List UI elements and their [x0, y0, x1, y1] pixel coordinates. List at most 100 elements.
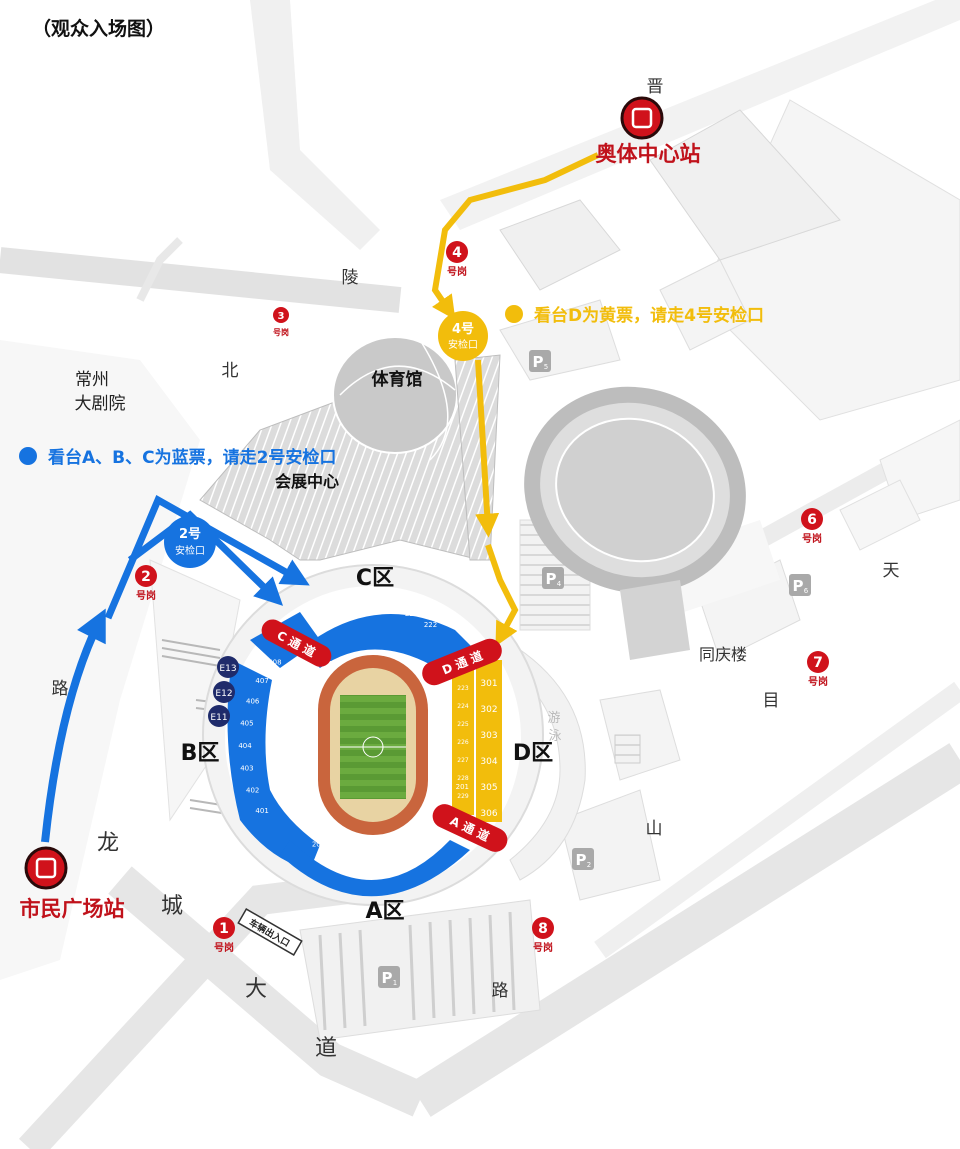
section-label: 401	[255, 807, 268, 815]
zone-c-label: C区	[356, 566, 394, 591]
blue-ticket-note: 看台A、B、C为蓝票，请走2号安检口	[19, 447, 336, 468]
station-civic-label: 市民广场站	[20, 897, 125, 921]
guard-post-badge	[135, 565, 157, 587]
section-label: 218	[343, 605, 356, 613]
section-label: 302	[480, 705, 497, 715]
guard-post-1: 1号岗	[213, 917, 235, 954]
section-label: 221	[405, 610, 418, 618]
entrance-e12-label: E12	[215, 689, 232, 699]
section-label: 403	[240, 765, 253, 773]
parking-letter: P	[576, 851, 587, 869]
guard-post-number: 7	[813, 655, 823, 671]
guard-post-number: 3	[278, 311, 285, 322]
guard-post-badge	[807, 651, 829, 673]
road-long: 龙	[97, 831, 119, 856]
security-4-line1: 4号	[452, 322, 474, 337]
swim-label-1: 游	[547, 711, 560, 726]
parking-number: 1	[393, 979, 397, 987]
theater-label-2: 大剧院	[75, 394, 126, 414]
section-label: 213	[285, 751, 298, 759]
guard-post-number: 2	[141, 569, 151, 585]
metro-station-civic: 市民广场站	[20, 846, 125, 921]
yellow-ticket-note-text: 看台D为黄票，请走4号安检口	[533, 305, 764, 326]
guard-post-suffix: 号岗	[802, 532, 822, 545]
yellow-ticket-note: 看台D为黄票，请走4号安检口	[505, 305, 764, 326]
parking-letter: P	[793, 577, 804, 595]
section-label: 228	[457, 775, 469, 782]
section-label: 223	[457, 685, 469, 692]
parking-letter: P	[546, 570, 557, 588]
security-2-line2: 安检口	[175, 544, 205, 557]
guard-post-7: 7 号岗	[807, 651, 829, 688]
road-jin: 晋	[647, 77, 664, 97]
road-da: 大	[245, 977, 267, 1002]
swim-label-2: 泳	[548, 729, 561, 744]
guard-post-3: 3 号岗	[273, 307, 289, 337]
section-label: 406	[246, 698, 260, 706]
zone-b-label: B区	[181, 741, 220, 766]
guard-post-number: 4	[452, 245, 462, 261]
road-dao: 道	[315, 1036, 337, 1061]
guard-post-suffix: 号岗	[808, 675, 828, 688]
guard-post-suffix: 号岗	[273, 327, 289, 337]
page-title: （观众入场图）	[32, 17, 165, 40]
parking-number: 6	[804, 587, 809, 595]
metro-icon	[631, 107, 653, 129]
station-olympic-label: 奥体中心站	[596, 142, 701, 166]
guard-post-suffix: 号岗	[447, 265, 467, 278]
section-label: 205	[383, 860, 396, 868]
d-outer-stand	[476, 660, 502, 822]
parking-letter: P	[382, 969, 393, 987]
metro-icon	[35, 857, 57, 879]
guard-post-number: 1	[219, 921, 229, 937]
tongqing-label: 同庆楼	[699, 645, 747, 664]
yellow-route	[431, 152, 600, 647]
road-bei: 北	[222, 361, 239, 381]
secondary-stadium	[524, 386, 746, 660]
section-label: 220	[385, 604, 398, 612]
blue-route	[41, 495, 310, 843]
section-label: 201	[456, 783, 469, 791]
guard-post-suffix: 号岗	[136, 589, 156, 602]
road-ling: 陵	[342, 268, 359, 288]
road-shan: 山	[646, 819, 663, 839]
parking-number: 4	[557, 580, 562, 588]
section-label: 408	[268, 658, 281, 666]
expo-label: 会展中心	[275, 472, 339, 491]
zone-d-label: D区	[513, 741, 553, 766]
parking-icon	[789, 574, 811, 596]
entrance-e11-label: E11	[210, 713, 227, 723]
security-2-line1: 2号	[179, 527, 201, 542]
section-label: 204	[406, 851, 420, 859]
entrance-e13: E13	[217, 656, 239, 678]
section-label: 212	[286, 725, 299, 733]
road-tian: 天	[883, 561, 900, 581]
road-cheng: 城	[161, 894, 183, 919]
parking-icon	[572, 848, 594, 870]
guard-post-badge	[213, 917, 235, 939]
guard-post-6: 6号岗	[801, 508, 823, 545]
blue-ticket-note-text: 看台A、B、C为蓝票，请走2号安检口	[47, 447, 336, 468]
road-lu-left: 路	[52, 679, 69, 699]
parking-icon	[378, 966, 400, 988]
guard-post-number: 8	[538, 921, 548, 937]
road-mu: 目	[763, 691, 780, 711]
section-label: 407	[255, 677, 268, 685]
section-label: 305	[480, 783, 497, 793]
road-lu-right: 路	[492, 981, 509, 1001]
security-checkpoint-2: 2号 安检口	[164, 516, 216, 568]
d-inner-stand	[452, 665, 474, 815]
parking-number: 5	[544, 363, 548, 371]
entrance-e13-label: E13	[219, 664, 236, 674]
section-label: 303	[480, 731, 497, 741]
guard-post-suffix: 号岗	[533, 941, 553, 954]
entrance-e11: E11	[208, 705, 230, 727]
